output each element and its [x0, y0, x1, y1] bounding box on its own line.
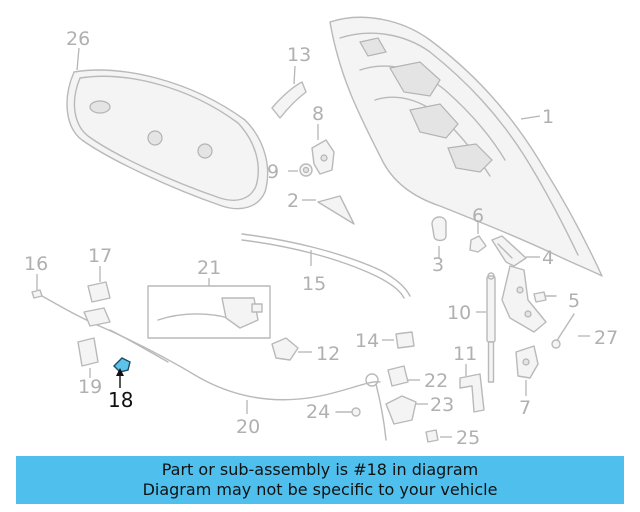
- callout-3: 3: [432, 254, 444, 276]
- part-8-bracket: [311, 124, 335, 175]
- callout-23: 23: [430, 394, 454, 416]
- callout-14: 14: [355, 330, 379, 352]
- part-9-nut: [288, 163, 313, 177]
- callout-25: 25: [456, 427, 480, 449]
- part-5-bolt: [533, 291, 557, 303]
- part-17-bracket: [87, 266, 111, 303]
- part-13-seal-bracket: [271, 65, 307, 119]
- callout-5: 5: [568, 290, 580, 312]
- info-banner: Part or sub-assembly is #18 in diagram D…: [16, 456, 624, 504]
- part-11-latch-bracket: [459, 364, 485, 413]
- part-4-hinge-arm: [501, 265, 547, 333]
- callout-18: 18: [108, 388, 133, 412]
- callout-20: 20: [236, 416, 260, 438]
- part-24-bolt: [335, 407, 361, 417]
- part-6-clip: [469, 220, 487, 253]
- part-23-latch: [385, 395, 428, 425]
- callout-16: 16: [24, 253, 48, 275]
- part-27-rod: [551, 313, 590, 349]
- part-12-bracket: [271, 337, 312, 361]
- part-1-hood-panel: [329, 16, 603, 277]
- callout-15: 15: [302, 273, 326, 295]
- part-16-clip: [31, 274, 43, 299]
- part-20-release-cable: [41, 295, 387, 441]
- callout-21: 21: [197, 257, 221, 279]
- callout-26: 26: [66, 28, 90, 50]
- callout-10: 10: [447, 302, 471, 324]
- callout-27: 27: [594, 327, 618, 349]
- callout-13: 13: [287, 44, 311, 66]
- part-14-clip: [382, 331, 415, 349]
- parts-diagram: 26 13 1 8 9 2 6 4 3 16 17 21 15 5 10 27 …: [24, 16, 618, 449]
- callout-12: 12: [316, 343, 340, 365]
- callout-17: 17: [88, 245, 112, 267]
- callout-9: 9: [267, 161, 279, 183]
- banner-line-part: Part or sub-assembly is #18 in diagram: [161, 460, 479, 479]
- part-4-hinge: [491, 235, 540, 267]
- callout-8: 8: [312, 103, 324, 125]
- part-2-wedge: [302, 195, 355, 225]
- callout-24: 24: [306, 401, 330, 423]
- callout-7: 7: [519, 397, 531, 419]
- part-10-lift-support: [476, 272, 496, 383]
- callout-19: 19: [78, 376, 102, 398]
- part-26-insulation-pad: [66, 47, 269, 210]
- part-19-clip: [77, 337, 99, 378]
- part-7-bracket: [515, 345, 539, 396]
- part-22-clip: [387, 365, 420, 387]
- part-25-clip: [425, 429, 452, 443]
- callout-1: 1: [542, 106, 554, 128]
- callout-2: 2: [287, 190, 299, 212]
- part-3-bumper: [431, 216, 447, 258]
- part-21-inset-box: [147, 278, 271, 339]
- callout-6: 6: [472, 205, 484, 227]
- callout-4: 4: [542, 247, 554, 269]
- callout-22: 22: [424, 370, 448, 392]
- callout-11: 11: [453, 343, 477, 365]
- part-15-seal: [241, 233, 411, 299]
- banner-line-disclaimer: Diagram may not be specific to your vehi…: [142, 480, 498, 499]
- part-18-highlighted: [113, 357, 131, 388]
